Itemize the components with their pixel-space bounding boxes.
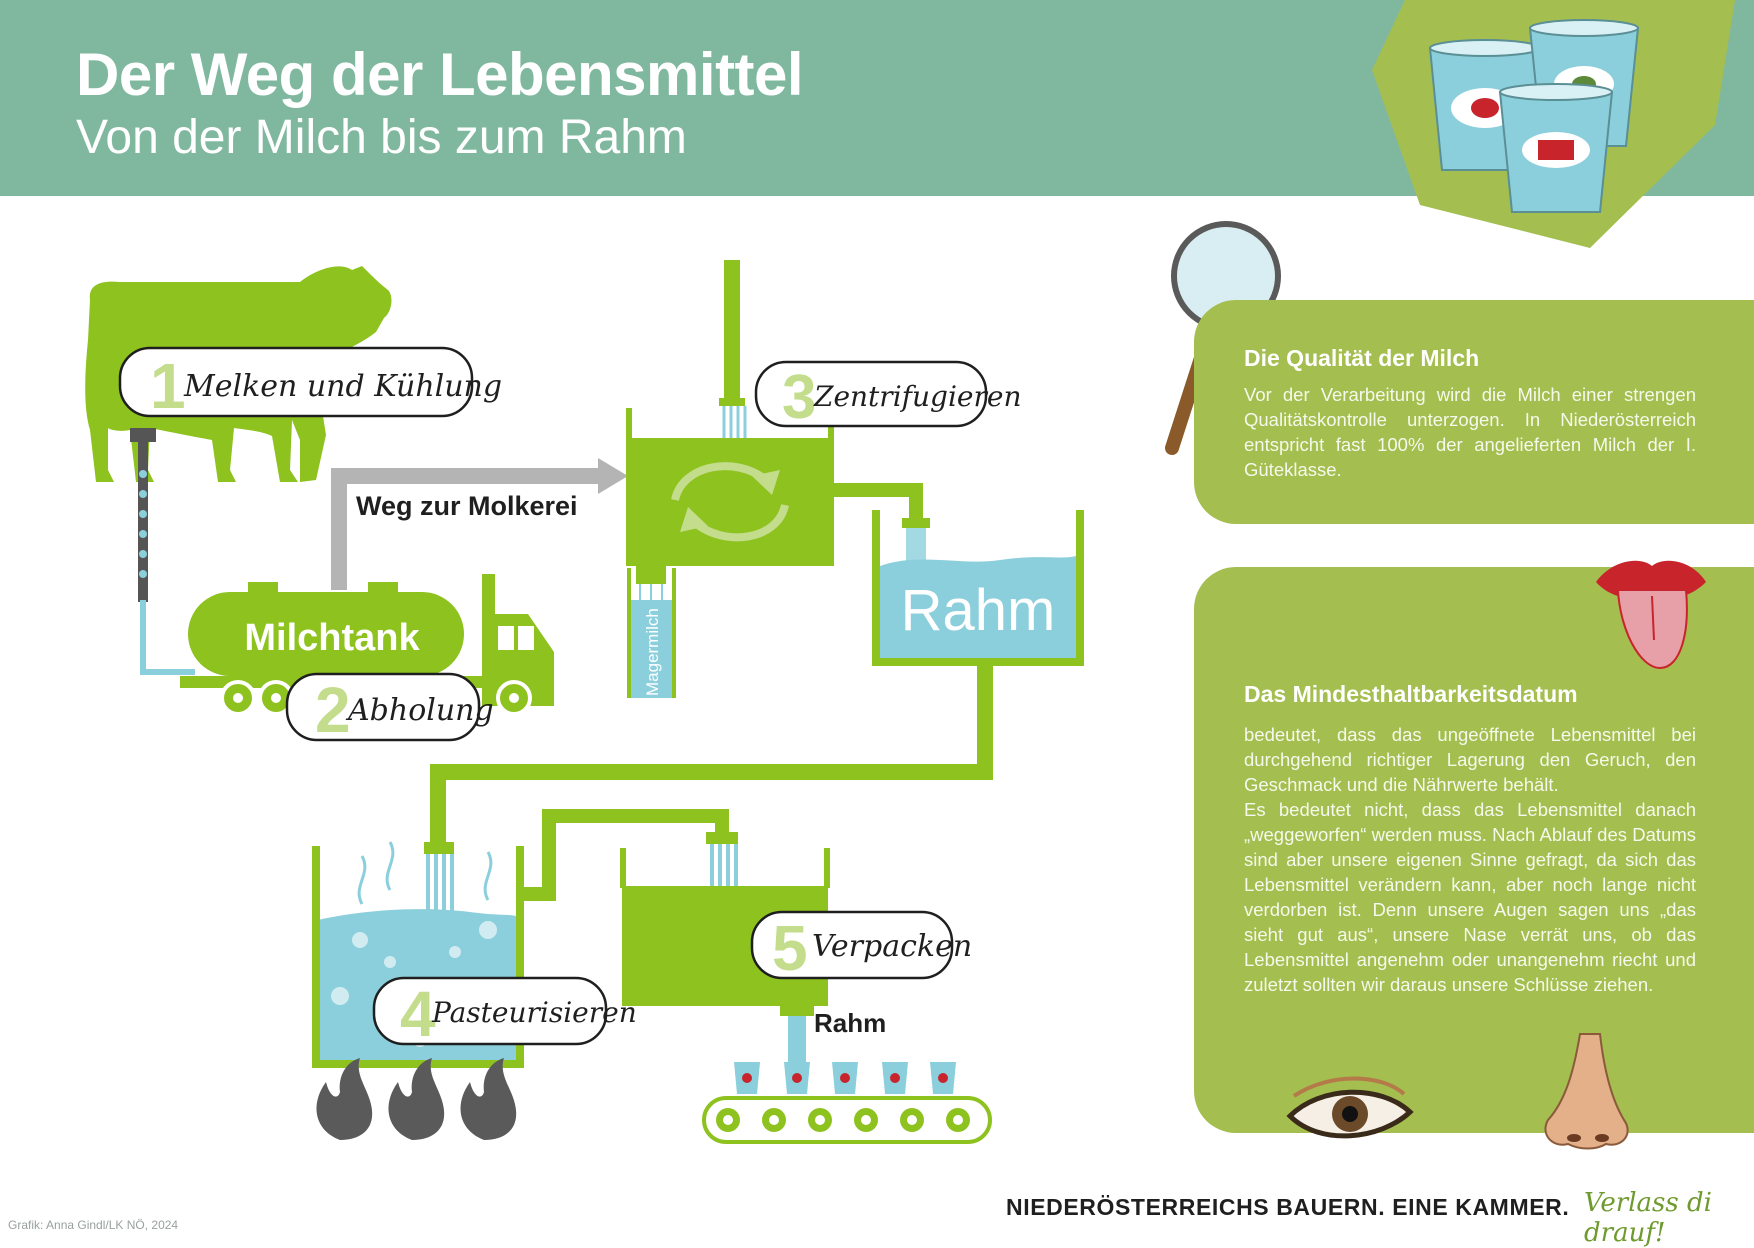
cream-output-label: Rahm	[814, 1008, 886, 1038]
nose-icon	[1544, 1033, 1629, 1150]
packaging-tank	[620, 848, 830, 1064]
step-2-label: 2 Abholung	[285, 672, 494, 746]
eye-icon	[1286, 1076, 1414, 1139]
skim-milk-label: Magermilch	[643, 608, 662, 696]
mhd-heading: Das Mindesthaltbarkeitsdatum	[1244, 681, 1578, 707]
page-subtitle: Von der Milch bis zum Rahm	[76, 111, 687, 164]
cream-tank-label: Rahm	[901, 578, 1056, 643]
step-1-label: 1 Melken und Kühlung	[118, 346, 502, 422]
tongue-icon	[1596, 560, 1706, 670]
step-1-number: 1	[150, 350, 186, 422]
mhd-text-part-2: Es bedeutet nicht, dass das Lebensmittel…	[1244, 799, 1696, 995]
fire-icon	[316, 1058, 517, 1140]
route-arrow	[331, 458, 628, 590]
step-4-label: 4 Pasteurisieren	[372, 976, 637, 1050]
step-5-text: Verpacken	[812, 929, 972, 964]
cream-cup-icon	[734, 1062, 956, 1094]
step-2-number: 2	[315, 674, 351, 746]
step-2-text: Abholung	[345, 693, 494, 728]
mhd-text: bedeutet, dass das ungeöffnete Lebensmit…	[1244, 722, 1696, 997]
quality-text: Vor der Verarbeitung wird die Milch eine…	[1244, 384, 1696, 480]
step-3-number: 3	[782, 363, 816, 432]
page-title: Der Weg der Lebensmittel	[76, 41, 804, 108]
footer-slogan: NIEDERÖSTERREICHS BAUERN. EINE KAMMER.	[1006, 1194, 1570, 1220]
quality-heading: Die Qualität der Milch	[1244, 345, 1480, 371]
image-credit: Grafik: Anna Gindl/LK NÖ, 2024	[8, 1218, 179, 1232]
cream-cups-badge	[1372, 0, 1735, 248]
step-4-text: Pasteurisieren	[431, 996, 637, 1029]
route-label: Weg zur Molkerei	[356, 491, 578, 521]
cream-cup-icon	[1498, 83, 1614, 213]
footer-tagline: Verlass di drauf!	[1584, 1188, 1712, 1248]
step-5-label: 5 Verpacken	[750, 910, 972, 984]
mhd-text-part-1: bedeutet, dass das ungeöffnete Lebensmit…	[1244, 724, 1696, 795]
step-3-text: Zentrifugieren	[813, 380, 1021, 413]
conveyor-icon	[702, 1096, 992, 1144]
truck-label: Milchtank	[244, 617, 420, 659]
step-4-number: 4	[400, 978, 436, 1050]
step-1-text: Melken und Kühlung	[183, 369, 502, 404]
quality-panel: Die Qualität der Milch Vor der Verarbeit…	[1194, 300, 1754, 524]
milk-pipe	[130, 428, 195, 675]
step-5-number: 5	[772, 912, 808, 984]
step-3-label: 3 Zentrifugieren	[754, 360, 1021, 432]
